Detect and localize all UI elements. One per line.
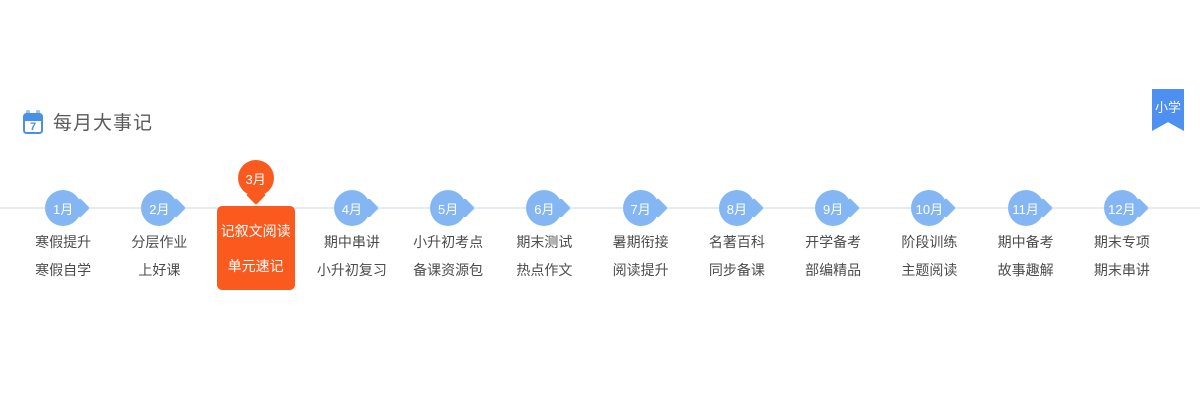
month-event-line2: 上好课 — [138, 262, 181, 278]
timeline-month-aug[interactable]: 8月 名著百科 同步备课 — [689, 160, 785, 300]
month-event-line2: 主题阅读 — [901, 262, 958, 278]
active-card-line1: 记叙文阅读 — [220, 222, 291, 239]
month-bubble: 12月 — [1103, 190, 1140, 226]
month-bubble-active: 3月 — [237, 160, 274, 196]
month-event-line1: 期末测试 — [516, 234, 573, 250]
month-bubble: 1月 — [45, 190, 82, 226]
month-event-line2: 部编精品 — [805, 262, 862, 278]
month-event-line1: 暑期衔接 — [612, 234, 669, 250]
timeline-month-jul[interactable]: 7月 暑期衔接 阅读提升 — [593, 160, 689, 300]
month-event-line1: 期中备考 — [997, 234, 1054, 250]
month-event-line2: 阅读提升 — [612, 262, 669, 278]
timeline-month-oct[interactable]: 10月 阶段训练 主题阅读 — [881, 160, 977, 300]
timeline-month-mar-active[interactable]: 3月 记叙文阅读 单元速记 — [208, 160, 304, 300]
month-event-line1: 寒假提升 — [35, 234, 92, 250]
timeline-month-dec[interactable]: 12月 期末专项 期末串讲 — [1074, 160, 1170, 300]
calendar-icon: 7 — [23, 109, 43, 134]
month-event-line1: 期中串讲 — [323, 234, 380, 250]
timeline-month-jan[interactable]: 1月 寒假提升 寒假自学 — [15, 160, 111, 300]
month-event-line1: 小升初考点 — [413, 234, 484, 250]
month-bubble: 7月 — [622, 190, 659, 226]
timeline-month-jun[interactable]: 6月 期末测试 热点作文 — [496, 160, 592, 300]
grade-level-label: 小学 — [1154, 100, 1181, 115]
month-bubble: 11月 — [1007, 190, 1044, 226]
timeline-month-sep[interactable]: 9月 开学备考 部编精品 — [785, 160, 881, 300]
month-event-line1: 期末专项 — [1093, 234, 1150, 250]
section-title: 每月大事记 — [53, 113, 154, 134]
month-bubble: 5月 — [430, 190, 467, 226]
month-bubble: 10月 — [911, 190, 948, 226]
timeline-track — [0, 207, 1200, 209]
grade-level-ribbon[interactable]: 小学 — [1152, 89, 1184, 131]
section-header: 7 每月大事记 — [22, 108, 153, 135]
svg-text:7: 7 — [30, 121, 36, 133]
active-card-line2: 单元速记 — [227, 257, 284, 274]
timeline-month-apr[interactable]: 4月 期中串讲 小升初复习 — [304, 160, 400, 300]
timeline-month-feb[interactable]: 2月 分层作业 上好课 — [111, 160, 207, 300]
month-bubble: 4月 — [333, 190, 370, 226]
month-event-line2: 寒假自学 — [35, 262, 92, 278]
month-event-line1: 开学备考 — [805, 234, 862, 250]
timeline-month-may[interactable]: 5月 小升初考点 备课资源包 — [400, 160, 496, 300]
month-event-line2: 期末串讲 — [1093, 262, 1150, 278]
timeline-month-nov[interactable]: 11月 期中备考 故事趣解 — [978, 160, 1074, 300]
timeline: 1月 寒假提升 寒假自学 2月 分层作业 上好课 3月 记叙文阅读 单元速记 4… — [15, 160, 1170, 300]
month-event-line2: 故事趣解 — [997, 262, 1054, 278]
month-event-line1: 分层作业 — [131, 234, 188, 250]
month-event-line1: 阶段训练 — [901, 234, 958, 250]
month-event-line2: 小升初复习 — [316, 262, 387, 278]
month-event-line2: 热点作文 — [516, 262, 573, 278]
month-bubble: 2月 — [141, 190, 178, 226]
month-event-line2: 备课资源包 — [413, 262, 484, 278]
active-month-card[interactable]: 记叙文阅读 单元速记 — [216, 206, 295, 290]
month-event-line2: 同步备课 — [708, 262, 765, 278]
month-bubble: 9月 — [815, 190, 852, 226]
month-bubble: 6月 — [526, 190, 563, 226]
month-event-line1: 名著百科 — [708, 234, 765, 250]
month-bubble: 8月 — [718, 190, 755, 226]
